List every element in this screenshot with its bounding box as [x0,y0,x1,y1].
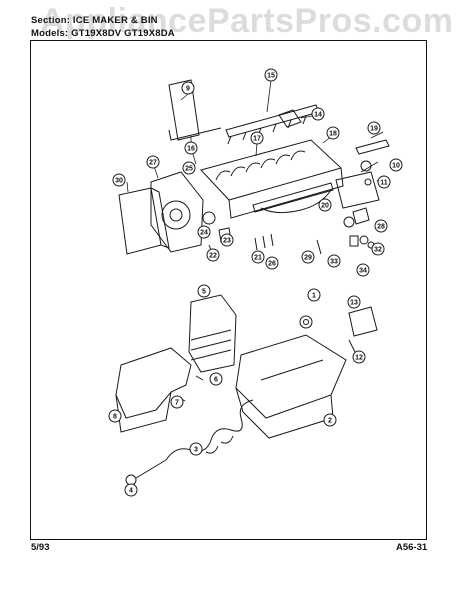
section-title: Section: ICE MAKER & BIN [31,15,158,26]
callout-label-21: 21 [254,255,262,262]
callout-label-20: 20 [321,203,329,210]
callout-label-12: 12 [355,355,363,362]
callout-label-6: 6 [214,377,218,384]
frame-right-rule [426,40,427,540]
callout-label-29: 29 [304,255,312,262]
callout-label-15: 15 [267,73,275,80]
callout-label-27: 27 [149,160,157,167]
callout-label-1: 1 [312,293,316,300]
callout-4 [124,483,138,497]
callout-label-10: 10 [392,163,400,170]
callout-label-19: 19 [370,126,378,133]
callout-32 [371,242,385,256]
callout-23 [220,233,234,247]
callout-label-25: 25 [185,166,193,173]
footer-date: 5/93 [31,542,50,553]
callout-label-11: 11 [380,180,388,187]
callout-14 [311,107,325,121]
callout-label-8: 8 [113,414,117,421]
callout-22 [206,248,220,262]
callout-2 [323,413,337,427]
callout-29 [301,250,315,264]
callout-label-26: 26 [268,261,276,268]
callout-19 [367,121,381,135]
callout-label-4: 4 [129,488,133,495]
callout-3 [189,442,203,456]
callout-10 [389,158,403,172]
callout-16 [184,141,198,155]
callout-label-18: 18 [329,131,337,138]
callout-5 [197,284,211,298]
callout-30 [112,173,126,187]
callout-label-34: 34 [359,268,367,275]
frame-left-rule [30,40,31,540]
callout-label-23: 23 [223,238,231,245]
callout-33 [327,254,341,268]
callout-label-32: 32 [374,247,382,254]
callout-13 [347,295,361,309]
callout-8 [108,409,122,423]
callout-9 [181,81,195,95]
frame-top-rule [30,40,427,41]
callout-label-2: 2 [328,418,332,425]
callout-label-5: 5 [202,289,206,296]
exploded-parts-diagram: 9 15 14 16 17 18 19 10 11 27 30 25 20 28… [108,68,403,497]
callout-28 [374,219,388,233]
callout-12 [352,350,366,364]
callout-label-13: 13 [350,300,358,307]
models-title: Models: GT19X8DV GT19X8DA [31,28,175,39]
callout-label-9: 9 [186,86,190,93]
callout-18 [326,126,340,140]
callout-label-17: 17 [253,136,261,143]
callout-17 [250,131,264,145]
callout-26 [265,256,279,270]
callout-label-30: 30 [115,178,123,185]
watermark: AppliancePartsPros.com [40,2,454,40]
callout-label-14: 14 [314,112,322,119]
frame-bottom-rule [30,539,427,540]
callout-label-7: 7 [175,400,179,407]
callout-25 [182,161,196,175]
callout-label-24: 24 [200,230,208,237]
callout-15 [264,68,278,82]
callout-label-3: 3 [194,447,198,454]
callout-24 [197,225,211,239]
callout-27 [146,155,160,169]
callout-label-22: 22 [209,253,217,260]
callout-34 [356,263,370,277]
callout-6 [209,372,223,386]
callout-1 [307,288,321,302]
callout-21 [251,250,265,264]
callout-7 [170,395,184,409]
callout-label-33: 33 [330,259,338,266]
callout-20 [318,198,332,212]
callout-label-28: 28 [377,224,385,231]
callout-11 [377,175,391,189]
callout-label-16: 16 [187,146,195,153]
footer-page-code: A56-31 [396,542,428,553]
